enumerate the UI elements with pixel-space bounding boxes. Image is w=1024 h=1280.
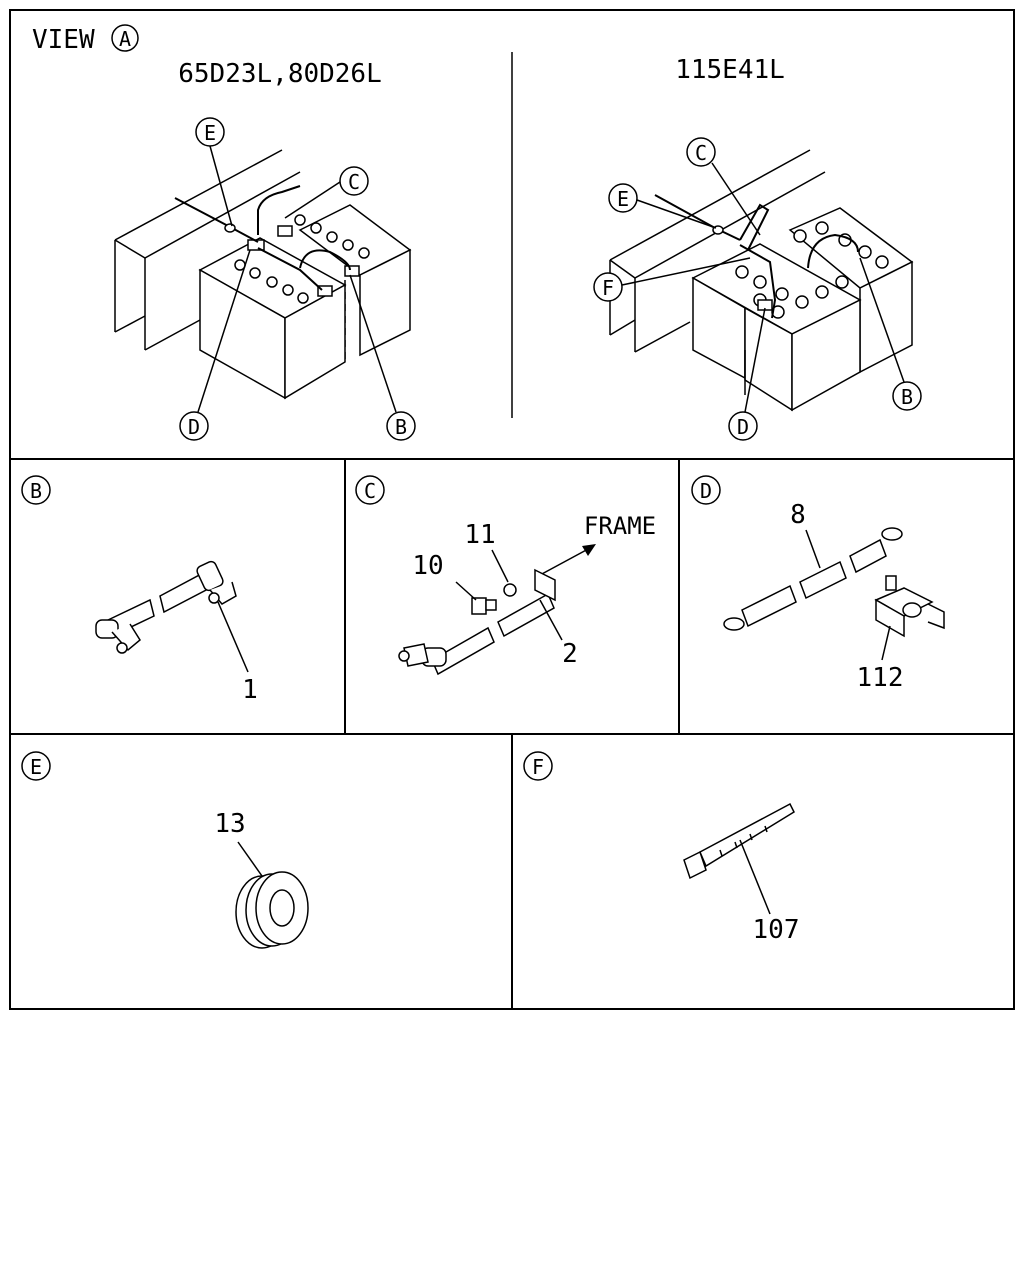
svg-text:D: D — [737, 415, 749, 439]
view-title: VIEW — [32, 25, 95, 55]
svg-text:C: C — [695, 141, 707, 165]
left-battery-illustration — [114, 149, 412, 400]
right-battery-illustration — [609, 149, 914, 412]
part-number-10: 10 — [412, 551, 443, 581]
variant-right-label: 115E41L — [675, 55, 785, 85]
svg-text:F: F — [602, 276, 614, 300]
frame-arrow-icon — [582, 544, 596, 556]
panel-e: E 13 — [21, 751, 309, 949]
grommet-part-13 — [235, 871, 309, 949]
callout-b-left — [386, 411, 416, 441]
panel-b-letter-circle — [21, 475, 51, 505]
panel-e-letter: E — [30, 755, 42, 779]
right-callouts: C E F D B — [593, 137, 922, 441]
view-callout-circle — [111, 24, 139, 52]
panel-c: C FRAME 10 11 2 — [355, 475, 656, 676]
panel-e-letter-circle — [21, 751, 51, 781]
panel-b-letter: B — [30, 479, 42, 503]
frame-label: FRAME — [584, 512, 656, 540]
callout-e-left — [195, 117, 225, 147]
bolt-part-10 — [471, 597, 497, 615]
svg-text:E: E — [204, 121, 216, 145]
part-number-13: 13 — [214, 809, 245, 839]
svg-text:C: C — [348, 170, 360, 194]
washer-part-11 — [503, 583, 517, 597]
panel-grid — [9, 9, 1015, 1010]
part-number-107: 107 — [753, 915, 800, 945]
part-number-8: 8 — [790, 500, 806, 530]
part-number-1: 1 — [242, 675, 258, 705]
left-callouts: E C D B — [179, 117, 416, 441]
panel-f-letter-circle — [523, 751, 553, 781]
callout-f-right — [593, 272, 623, 302]
panel-c-letter-circle — [355, 475, 385, 505]
callout-c-right — [686, 137, 716, 167]
panel-d: D 8 112 — [691, 475, 945, 693]
svg-text:B: B — [395, 415, 407, 439]
svg-text:E: E — [617, 187, 629, 211]
svg-text:B: B — [901, 385, 913, 409]
terminal-part-112 — [874, 575, 945, 638]
part-number-2: 2 — [562, 639, 578, 669]
view-letter: A — [119, 27, 131, 51]
part-number-11: 11 — [464, 520, 495, 550]
panel-d-letter-circle — [691, 475, 721, 505]
callout-e-right — [608, 183, 638, 213]
panel-f-letter: F — [532, 755, 544, 779]
svg-text:D: D — [188, 415, 200, 439]
panel-d-letter: D — [700, 479, 712, 503]
panel-f: F 107 — [523, 751, 800, 945]
variant-left-label: 65D23L,80D26L — [178, 59, 382, 89]
panel-c-letter: C — [364, 479, 376, 503]
part-number-112: 112 — [857, 663, 904, 693]
ground-cable-part-2 — [398, 568, 556, 676]
callout-c-left — [339, 166, 369, 196]
callout-d-left — [179, 411, 209, 441]
cable-tie-part-107 — [683, 802, 795, 880]
panel-b: B 1 — [21, 475, 258, 705]
callout-d-right — [728, 411, 758, 441]
battery-cable-part-1 — [95, 560, 237, 654]
battery-cable-part-8 — [723, 527, 903, 631]
view-header: VIEW A 65D23L,80D26L 115E41L — [32, 24, 785, 89]
callout-b-right — [892, 381, 922, 411]
